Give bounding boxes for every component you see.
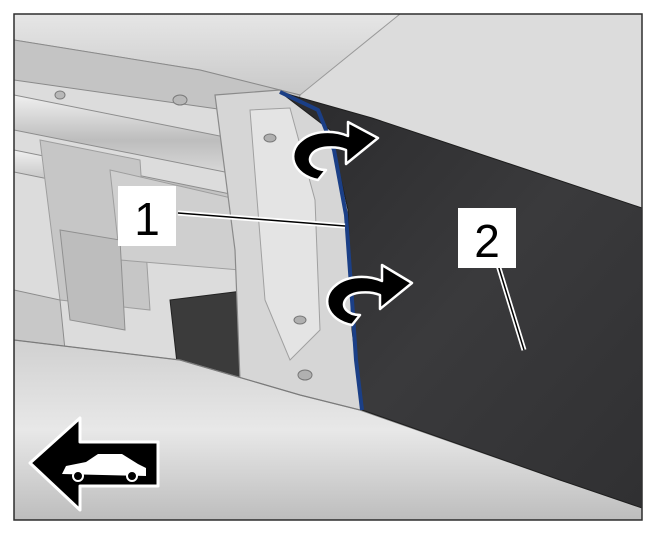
callout-1-label: 1	[134, 193, 160, 245]
seal-edge	[279, 90, 364, 411]
callout-2: 2	[458, 208, 516, 268]
callout-2-label: 2	[474, 215, 500, 267]
car-silhouette-icon	[62, 454, 146, 482]
callout-leader-1	[177, 212, 346, 227]
driving-direction-arrow-icon	[28, 416, 160, 512]
curved-rotate-arrow-icon	[292, 120, 380, 182]
callout-leader-2	[497, 264, 525, 351]
frame-border	[13, 13, 643, 521]
curved-rotate-arrow-icon	[326, 263, 414, 327]
callout-1: 1	[118, 186, 176, 246]
